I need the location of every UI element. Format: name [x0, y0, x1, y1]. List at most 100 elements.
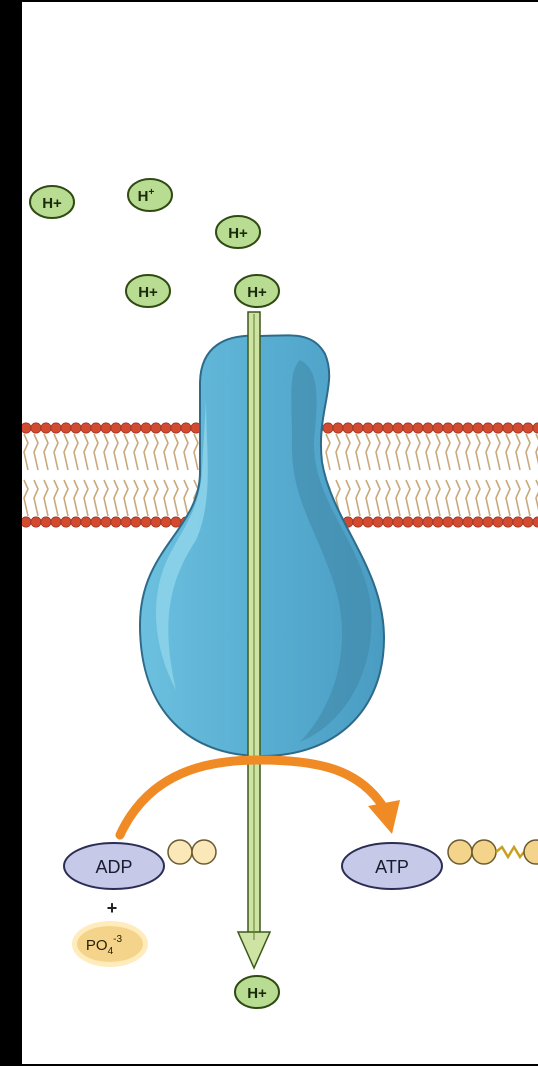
lipid-tail [496, 480, 500, 516]
lipid-head [121, 423, 131, 433]
lipid-tail [134, 434, 138, 470]
lipid-tail [144, 434, 148, 470]
lipid-head [41, 423, 51, 433]
lipid-head [91, 517, 101, 527]
lipid-head [393, 517, 403, 527]
lipid-tail [44, 480, 48, 516]
atp-synthase-diagram: H+ H+ H+ H+ H+ H+ ADP + PO4-3 [22, 2, 538, 1064]
proton-label: H+ [42, 195, 62, 212]
lipid-head [111, 423, 121, 433]
lipid-tail [154, 480, 158, 516]
lipid-tail [376, 434, 380, 470]
lipid-tail [164, 480, 168, 516]
rotation-arrowhead [368, 800, 400, 834]
lipid-tail [446, 434, 450, 470]
lipid-head [31, 517, 41, 527]
lipid-head [91, 423, 101, 433]
plus-sign: + [107, 898, 118, 918]
lipid-head [413, 423, 423, 433]
lipid-tail [174, 434, 178, 470]
lipid-head [383, 517, 393, 527]
lipid-head [363, 517, 373, 527]
lipid-head [393, 423, 403, 433]
lipid-head [523, 423, 533, 433]
lipid-head [503, 517, 513, 527]
lipid-tail [104, 434, 108, 470]
lipid-head [81, 423, 91, 433]
lipid-head [473, 423, 483, 433]
lipid-head [51, 517, 61, 527]
lipid-tail [184, 480, 188, 516]
lipid-head [22, 423, 31, 433]
lipid-head [171, 517, 181, 527]
lipid-tail [396, 434, 400, 470]
proton-label: H+ [247, 284, 267, 301]
lipid-head [403, 517, 413, 527]
lipid-tail [406, 434, 410, 470]
adp-molecule: ADP [64, 840, 216, 889]
lipid-head [131, 517, 141, 527]
lipid-head [373, 423, 383, 433]
lipid-tail [64, 480, 68, 516]
lipid-tail [456, 480, 460, 516]
lipid-head [483, 423, 493, 433]
lipid-tail [336, 434, 340, 470]
lipid-head [131, 423, 141, 433]
lipid-head [433, 517, 443, 527]
atp-label: ATP [375, 857, 409, 877]
lipid-tail [64, 434, 68, 470]
lipid-tail [74, 434, 78, 470]
lipid-tail [54, 434, 58, 470]
lipid-head [443, 423, 453, 433]
lipid-tail [486, 480, 490, 516]
lipid-tail [436, 434, 440, 470]
lipid-head [181, 423, 191, 433]
lipid-tail [416, 480, 420, 516]
lipid-tail [526, 480, 530, 516]
lipid-tail [376, 480, 380, 516]
lipid-head [463, 423, 473, 433]
lipid-head [161, 517, 171, 527]
lipid-head [151, 423, 161, 433]
lipid-tail [526, 434, 530, 470]
lipid-head [453, 517, 463, 527]
lipid-head [161, 423, 171, 433]
lipid-tail [94, 480, 98, 516]
lipid-tail [24, 434, 28, 470]
lipid-head [101, 517, 111, 527]
lipid-head [483, 517, 493, 527]
lipid-head [363, 423, 373, 433]
lipid-head [523, 517, 533, 527]
lipid-tail [84, 434, 88, 470]
proton-label: H+ [138, 284, 158, 301]
lipid-head [453, 423, 463, 433]
lipid-tail [184, 434, 188, 470]
lipid-head [121, 517, 131, 527]
lipid-head [141, 517, 151, 527]
lipid-tail [506, 434, 510, 470]
lipid-head [353, 423, 363, 433]
lipid-head [493, 423, 503, 433]
lipid-head [141, 423, 151, 433]
diagram-canvas: H+ H+ H+ H+ H+ H+ ADP + PO4-3 [22, 2, 538, 1064]
lipid-tail [366, 480, 370, 516]
lipid-head [71, 423, 81, 433]
lipid-head [343, 423, 353, 433]
lipid-tail [516, 434, 520, 470]
lipid-tail [446, 480, 450, 516]
proton-h6: H+ [235, 976, 279, 1008]
lipid-head [423, 423, 433, 433]
lipid-head [533, 517, 538, 527]
lipid-tail [44, 434, 48, 470]
lipid-head [433, 423, 443, 433]
lipid-head [51, 423, 61, 433]
proton-label: H+ [247, 985, 267, 1002]
lipid-head [31, 423, 41, 433]
lipid-tail [94, 434, 98, 470]
lipid-tail [164, 434, 168, 470]
lipid-tail [426, 434, 430, 470]
lipid-tail [114, 434, 118, 470]
lipid-head [503, 423, 513, 433]
lipid-tail [134, 480, 138, 516]
lipid-tail [396, 480, 400, 516]
